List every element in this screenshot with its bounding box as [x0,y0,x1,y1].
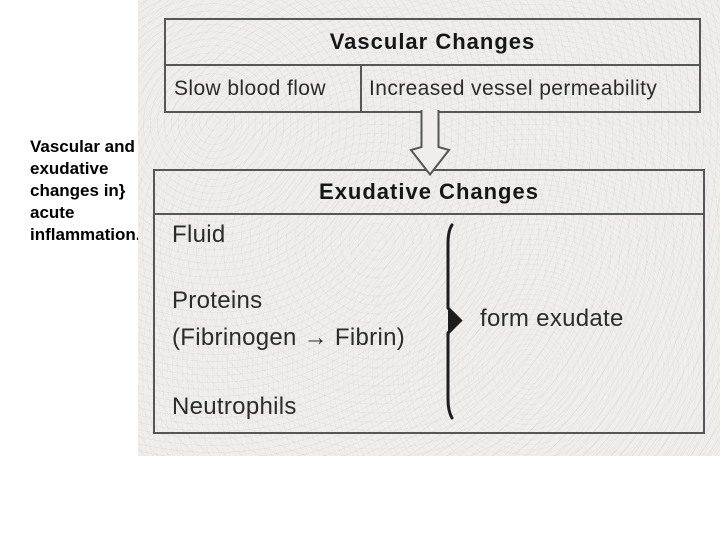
exudative-box-title: Exudative Changes [155,171,703,215]
slow-blood-flow-cell: Slow blood flow [166,66,362,111]
exudative-item-proteins: Proteins [172,287,263,314]
exudative-changes-box: Exudative Changes Fluid Proteins (Fibrin… [153,169,705,434]
increased-permeability-cell: Increased vessel permeability [369,76,658,100]
scanned-diagram-image [138,0,720,456]
vascular-box-title: Vascular Changes [166,20,699,66]
slide-caption: Vascular and exudative changes in} acute… [30,137,141,244]
vascular-box-cells: Slow blood flow Increased vessel permeab… [166,66,699,111]
form-exudate-label: form exudate [480,305,624,332]
exudative-item-neutrophils: Neutrophils [172,393,297,420]
exudative-item-fluid: Fluid [172,221,226,248]
exudative-item-proteins-detail: (Fibrinogen → Fibrin) [172,324,406,351]
vascular-changes-box: Vascular Changes Slow blood flow Increas… [164,18,701,113]
